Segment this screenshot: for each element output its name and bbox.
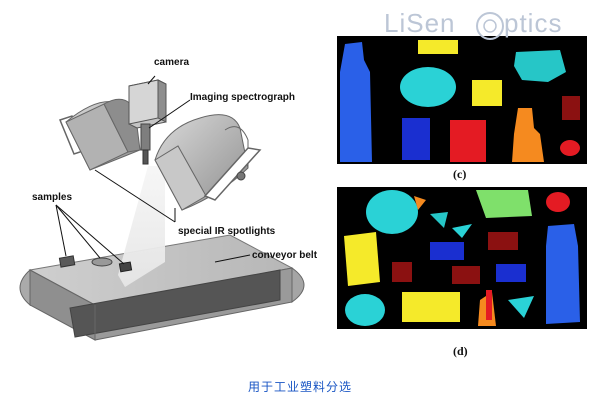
cyan-triangle-small xyxy=(452,224,472,238)
sample-disk xyxy=(91,257,113,267)
spectrograph-tube xyxy=(140,123,151,151)
teal-blob-top xyxy=(514,50,566,82)
sample-block xyxy=(58,255,76,268)
panel-c-image xyxy=(337,36,587,164)
scan-beam xyxy=(118,166,165,287)
blue-rect-d2 xyxy=(496,264,526,282)
ir-spotlight-left xyxy=(59,98,141,171)
orange-bottle xyxy=(512,108,544,162)
yellow-rect-d xyxy=(402,292,460,322)
dark-red-rect-d2 xyxy=(452,266,480,284)
logo-text-lisen: LiSen xyxy=(384,8,456,38)
red-sliver-d xyxy=(486,290,492,320)
yellow-strip-top xyxy=(418,40,458,54)
lisen-optics-logo: LiSen ptics xyxy=(384,4,594,42)
logo-text-ptics: ptics xyxy=(504,8,563,38)
logo-mark xyxy=(476,12,504,40)
red-rect xyxy=(450,120,486,162)
blue-rect-d xyxy=(430,242,464,260)
cyan-disk-d xyxy=(366,190,418,234)
teal-triangle xyxy=(430,212,448,228)
conveyor-belt xyxy=(19,234,305,341)
camera-assembly xyxy=(128,79,167,165)
panel-label-c: (c) xyxy=(453,167,467,181)
cyan-shard-d xyxy=(508,296,534,318)
green-shape xyxy=(476,190,532,218)
label-spotlights: special IR spotlights xyxy=(178,226,276,237)
blue-bottle-d xyxy=(546,224,580,324)
label-spectrograph: Imaging spectrograph xyxy=(190,92,296,103)
cyan-disk-small xyxy=(345,294,385,326)
figure-caption: 用于工业塑料分选 xyxy=(247,380,352,394)
dark-red-rect-d xyxy=(488,232,518,250)
sample-cube xyxy=(118,261,133,273)
yellow-square xyxy=(472,80,502,106)
blue-rect xyxy=(402,118,430,160)
cyan-disk xyxy=(400,67,456,107)
label-samples: samples xyxy=(32,192,73,203)
yellow-block-d xyxy=(344,232,380,286)
dark-red-square-d xyxy=(392,262,412,282)
samples-group xyxy=(58,255,133,273)
leader-lines xyxy=(55,75,251,265)
red-dot-d xyxy=(546,192,570,212)
label-conveyor-belt: conveyor belt xyxy=(252,250,318,261)
red-dot xyxy=(560,140,580,156)
dark-red-square xyxy=(562,96,580,120)
panel-label-d: (d) xyxy=(453,344,468,358)
panel-d-image xyxy=(337,187,587,329)
label-camera: camera xyxy=(154,57,190,68)
bottle-blue xyxy=(340,42,372,162)
ir-spotlight-right xyxy=(154,114,262,211)
orange-flake xyxy=(414,196,426,210)
